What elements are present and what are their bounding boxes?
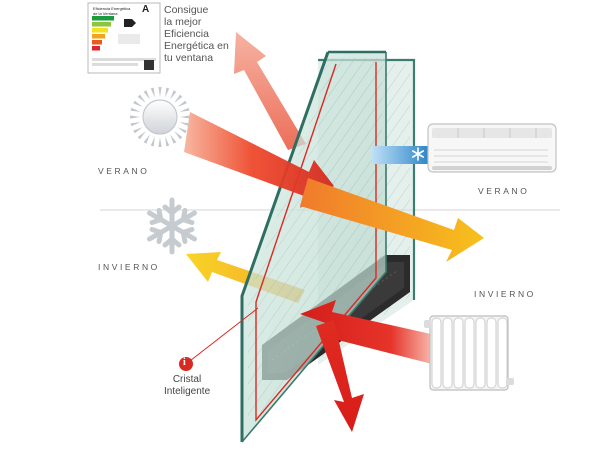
slogan-line: Energética en [164,40,229,52]
glass-callout [179,307,259,371]
transmitted-heat-down-arrow [316,320,364,432]
slogan-line: la mejor [164,16,202,28]
slogan: Consigue la mejor Eficiencia Energética … [164,4,229,64]
radiator-heat-arrow [300,300,440,366]
reflected-heat-arrow [234,32,306,150]
slogan-line: Eficiencia [164,28,209,40]
energy-label-icon [87,2,161,74]
snowflake-icon [146,197,198,255]
sun-icon [130,87,190,147]
summer-label-left: VERANO [98,166,150,176]
energy-label-subtitle: de la Ventana [93,11,118,16]
air-conditioner-icon [427,123,557,173]
glass-front-pane [240,50,387,443]
glass-callout-line: Cristal [172,374,202,385]
callout-marker: i [183,357,186,368]
summer-label-right: VERANO [478,186,530,196]
radiator-icon [424,315,514,391]
glass-callout-line: Inteligente [164,385,211,397]
winter-label-left: INVIERNO [98,262,160,272]
summer-sun-arrow [184,112,484,262]
cold-air-beam [372,146,434,164]
energy-label-title: Eficiencia Energética [93,6,131,11]
ac-snowflake-icon [412,147,424,161]
slogan-line: tu ventana [164,52,214,64]
glass-callout-label: Cristal Inteligente [164,374,210,397]
winter-label-right: INVIERNO [474,289,536,299]
energy-label-grade: A [142,4,150,15]
slogan-line: Consigue [164,4,209,16]
